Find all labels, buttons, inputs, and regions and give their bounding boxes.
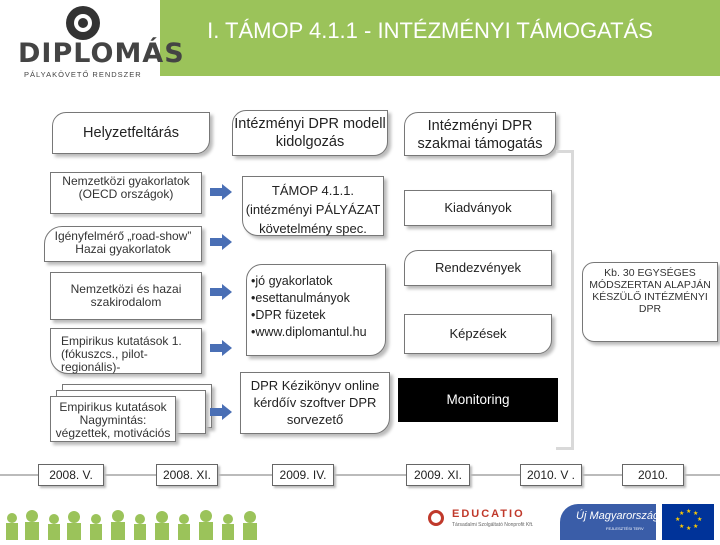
svg-text:★: ★	[686, 508, 691, 515]
col1-item-literature: Nemzetközi és hazai szakirodalom	[50, 272, 202, 320]
uj-magyarorszag-logo	[560, 504, 656, 540]
col2-title: Intézményi DPR modell kidolgozás	[232, 110, 388, 156]
svg-text:★: ★	[675, 516, 680, 523]
arrow-right-icon	[210, 284, 232, 300]
svg-text:★: ★	[686, 525, 691, 532]
arrow-right-icon	[210, 404, 232, 420]
uj-magyarorszag-text: Új Magyarország	[576, 510, 660, 522]
col1-item-roadshow: Igényfelmérő „road-show” Hazai gyakorlat…	[44, 226, 202, 262]
col3-item-trainings: Képzések	[404, 314, 552, 354]
svg-text:★: ★	[697, 516, 702, 523]
logo-name: DIPLOMÁS	[18, 38, 185, 69]
timeline-date: 2008. V.	[38, 464, 104, 486]
people-silhouettes-icon	[6, 510, 257, 540]
grouping-bracket	[556, 150, 574, 450]
svg-text:★: ★	[679, 510, 684, 517]
col4-note: Kb. 30 EGYSÉGES MÓDSZERTAN ALAPJÁN KÉSZÜ…	[582, 262, 718, 342]
col1-title: Helyzetfeltárás	[52, 112, 210, 154]
timeline-date: 2009. XI.	[406, 464, 470, 486]
eu-flag-icon: ★★★ ★★★ ★★	[662, 504, 714, 540]
col3-item-events: Rendezvények	[404, 250, 552, 286]
timeline-line	[0, 474, 720, 476]
col1-item-empirical-1: Empirikus kutatások 1. (fókuszcs., pilot…	[50, 328, 202, 374]
col1-item-empirical-2: Empirikus kutatások Nagymintás: végzette…	[50, 396, 176, 442]
logo-ball-dot	[78, 18, 88, 28]
timeline-date: 2010.	[622, 464, 684, 486]
col3-item-publications: Kiadványok	[404, 190, 552, 226]
svg-text:★: ★	[693, 510, 698, 517]
footer: EDUCATIO Társadalmi Szolgáltató Nonprofi…	[0, 504, 720, 540]
educatio-subtitle: Társadalmi Szolgáltató Nonprofit Kft.	[452, 522, 534, 528]
svg-text:★: ★	[693, 523, 698, 530]
col2-item-good-practices: •jó gyakorlatok •esettanulmányok •DPR fü…	[246, 264, 386, 356]
col3-title: Intézményi DPR szakmai támogatás	[404, 112, 556, 156]
col2-item-tamop: TÁMOP 4.1.1. (intézményi PÁLYÁZAT követe…	[242, 176, 384, 236]
col1-item-oecd: Nemzetközi gyakorlatok (OECD országok)	[50, 172, 202, 214]
arrow-right-icon	[210, 234, 232, 250]
arrow-right-icon	[210, 184, 232, 200]
arrow-right-icon	[210, 340, 232, 356]
title-bar	[160, 0, 720, 76]
educatio-logo: EDUCATIO	[452, 508, 525, 520]
logo-subtitle: PÁLYAKÖVETŐ RENDSZER	[24, 70, 142, 79]
uj-magyarorszag-subtitle: FEJLESZTÉSI TERV	[606, 526, 644, 531]
timeline-date: 2008. XI.	[156, 464, 218, 486]
page-title: I. TÁMOP 4.1.1 - INTÉZMÉNYI TÁMOGATÁS	[207, 18, 653, 43]
col3-item-monitoring: Monitoring	[398, 378, 558, 422]
educatio-logo-icon	[428, 510, 444, 526]
svg-text:★: ★	[679, 523, 684, 530]
timeline-date: 2010. V .	[520, 464, 582, 486]
timeline-date: 2009. IV.	[272, 464, 334, 486]
col2-item-handbook: DPR Kézikönyv online kérdőív szoftver DP…	[240, 372, 390, 434]
